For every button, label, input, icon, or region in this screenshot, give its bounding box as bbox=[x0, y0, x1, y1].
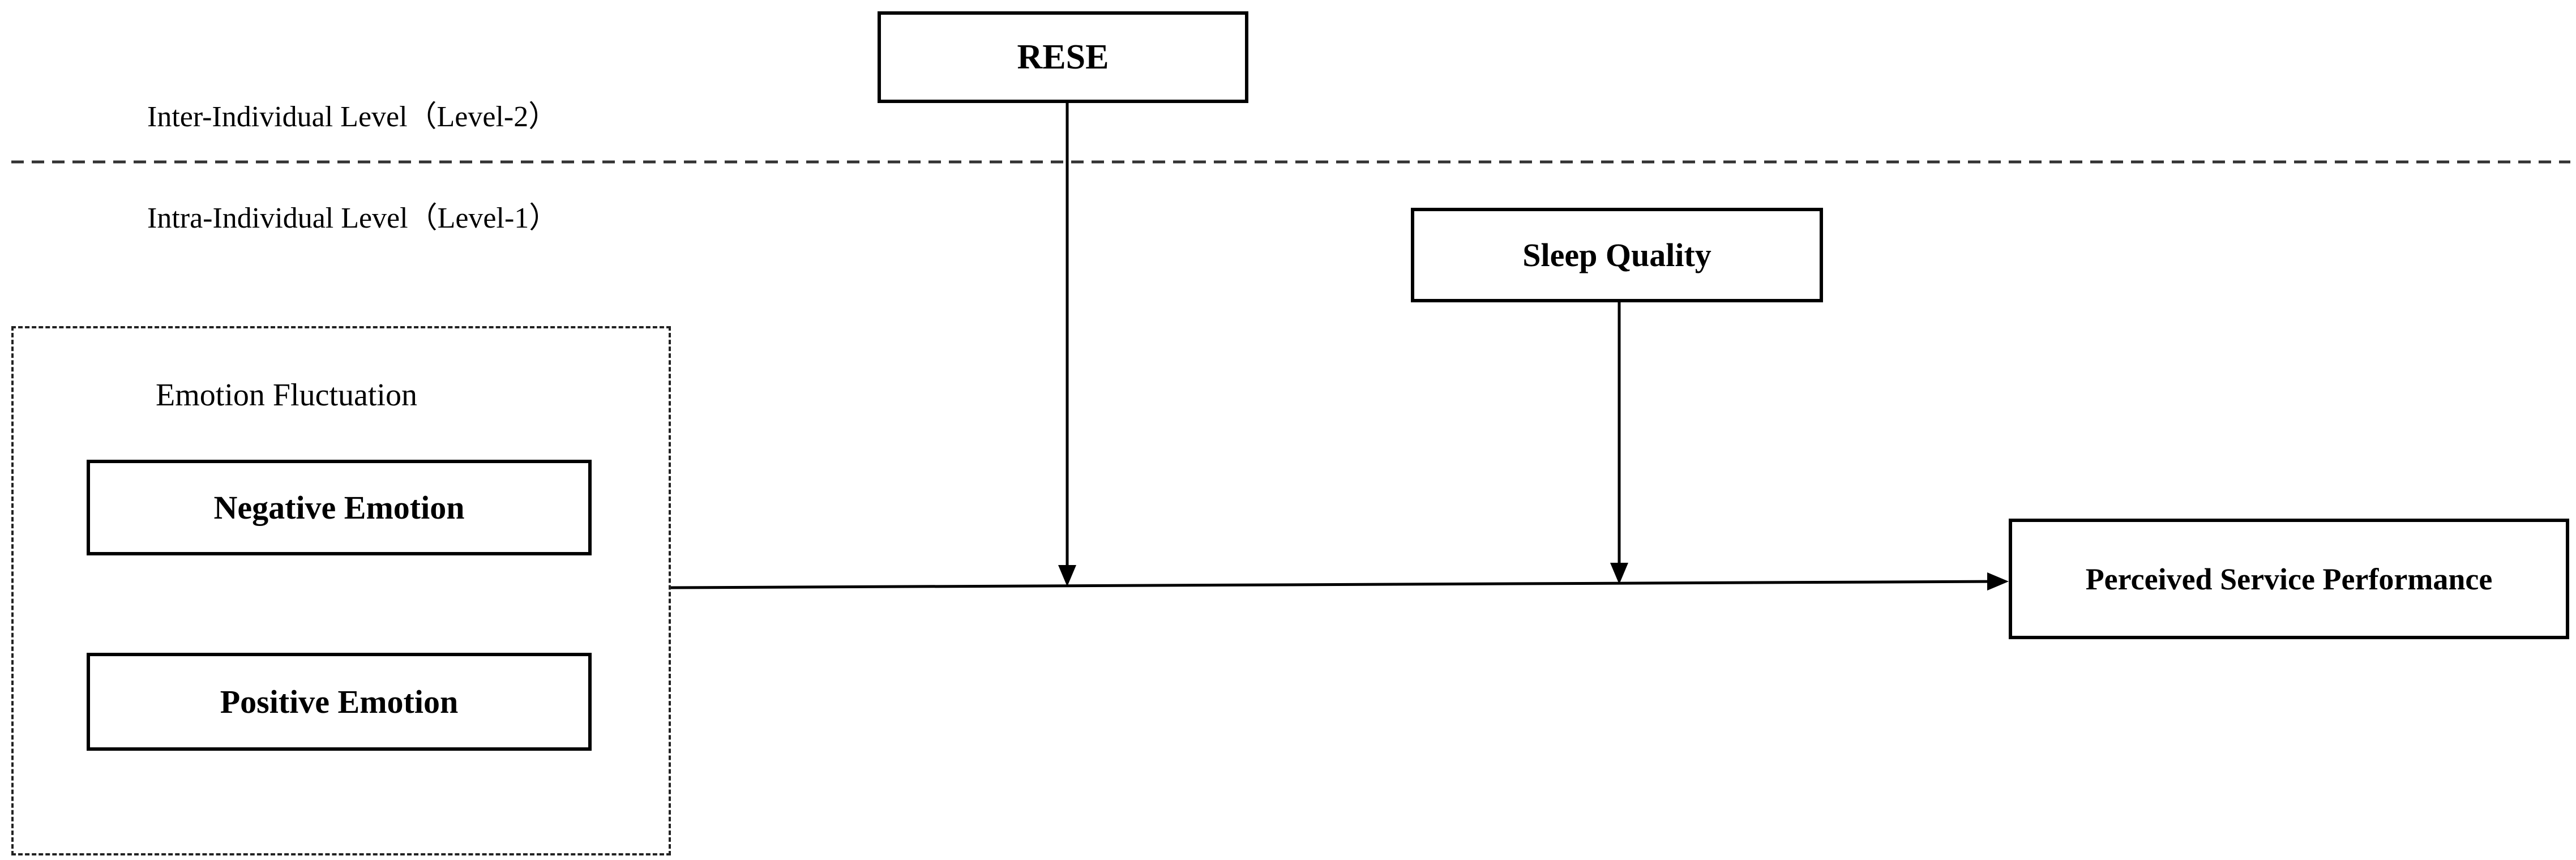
perceived-service-performance-label: Perceived Service Performance bbox=[2085, 562, 2493, 596]
positive-emotion-label: Positive Emotion bbox=[220, 683, 459, 720]
sleep-quality-moderation-arrowhead bbox=[1610, 563, 1628, 584]
emotion-fluctuation-title: Emotion Fluctuation bbox=[156, 378, 417, 413]
perceived-service-performance-box: Perceived Service Performance bbox=[2009, 519, 2569, 639]
rese-box: RESE bbox=[878, 11, 1248, 103]
sleep-quality-box: Sleep Quality bbox=[1411, 208, 1823, 302]
intra-individual-level-label: Intra-Individual Level（Level-1） bbox=[147, 202, 559, 234]
rese-label: RESE bbox=[1017, 37, 1109, 76]
negative-emotion-box: Negative Emotion bbox=[87, 460, 592, 555]
main-path-arrowhead bbox=[1987, 572, 2009, 591]
emotion-fluctuation-group: Emotion Fluctuation Negative Emotion Pos… bbox=[11, 326, 671, 855]
negative-emotion-label: Negative Emotion bbox=[213, 489, 465, 526]
rese-moderation-arrowhead bbox=[1058, 565, 1076, 587]
positive-emotion-box: Positive Emotion bbox=[87, 653, 592, 751]
sleep-quality-label: Sleep Quality bbox=[1522, 237, 1711, 273]
inter-individual-level-label: Inter-Individual Level（Level-2） bbox=[147, 101, 558, 133]
main-path-line bbox=[670, 580, 1999, 589]
